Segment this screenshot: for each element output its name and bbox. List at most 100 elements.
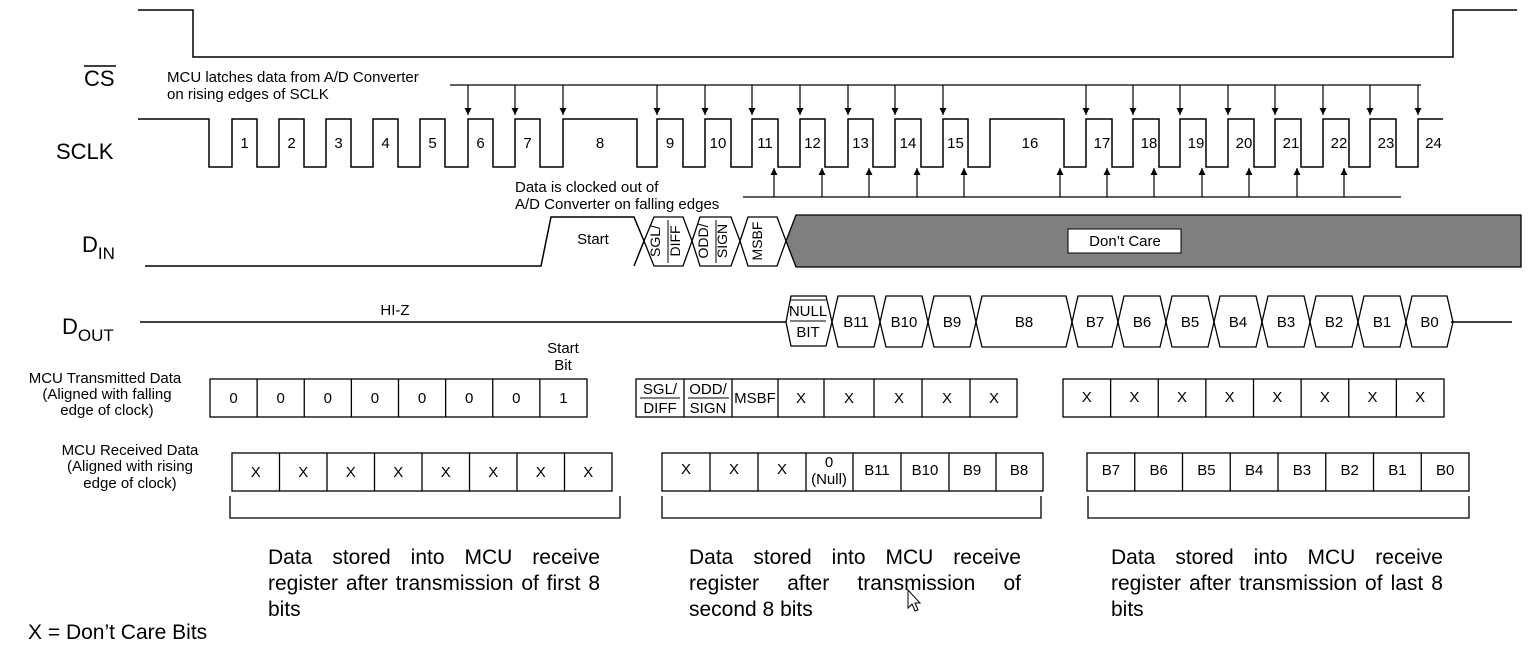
sclk-label: SCLK: [56, 139, 114, 164]
rx-1-cell: X: [441, 464, 451, 481]
rx-3-cell: B0: [1436, 462, 1454, 479]
dout-bit-label: B0: [1420, 314, 1438, 331]
tx-2-cell: X: [844, 390, 854, 407]
rx-label-line2: (Aligned with rising: [67, 458, 193, 475]
clock-number-8: 8: [596, 135, 604, 152]
rx-1-cell: X: [346, 464, 356, 481]
dout-bit-label: B4: [1229, 314, 1247, 331]
rx-2-cell: X: [681, 461, 691, 478]
clock-number-4: 4: [381, 135, 389, 152]
dout-bit-label: B8: [1015, 314, 1033, 331]
rx-1-cell: X: [393, 464, 403, 481]
din-msbf: MSBF: [749, 222, 765, 261]
tx-3-cell: X: [1368, 389, 1378, 406]
bracket-second: [661, 496, 1042, 519]
dout-bit-label: B9: [943, 314, 961, 331]
tx-1-cell: 1: [559, 390, 567, 407]
dout-null: NULL: [789, 303, 827, 320]
rx-2-cell: X: [729, 461, 739, 478]
tx-diff: DIFF: [643, 400, 676, 417]
rx-label-line1: MCU Received Data: [62, 442, 199, 459]
dout-bit-label: B5: [1181, 314, 1199, 331]
clock-number-23: 23: [1378, 135, 1395, 152]
clock-number-20: 20: [1236, 135, 1253, 152]
tx-3-cell: X: [1272, 389, 1282, 406]
clockout-note-line2: A/D Converter on falling edges: [515, 196, 719, 213]
din-sign: SIGN: [714, 224, 730, 258]
clock-number-16: 16: [1022, 135, 1039, 152]
tx-group-2-frame: [635, 378, 1018, 418]
clock-number-22: 22: [1331, 135, 1348, 152]
tx-3-cell: X: [1177, 389, 1187, 406]
tx-odd: ODD/: [689, 381, 727, 398]
clockout-arrows: [770, 168, 1348, 197]
rx-3-cell: B5: [1197, 462, 1215, 479]
dout-bit: BIT: [796, 324, 819, 341]
clock-number-13: 13: [852, 135, 869, 152]
start-bit-line2: Bit: [554, 357, 572, 374]
din-sgl: SGL/: [647, 225, 663, 257]
legend: X = Don’t Care Bits: [28, 621, 208, 644]
rx-3-cell: B2: [1340, 462, 1358, 479]
rx-3-cell: B1: [1388, 462, 1406, 479]
caption-second: Data stored into MCU receive register af…: [689, 546, 1021, 621]
rx-1-cell: X: [488, 464, 498, 481]
tx-1-cell: 0: [324, 390, 332, 407]
caption-first: Data stored into MCU receive register af…: [268, 546, 600, 621]
dout-hiz: HI-Z: [380, 302, 409, 319]
clock-number-6: 6: [476, 135, 484, 152]
rx-2-cell: B11: [864, 462, 890, 479]
tx-1-cell: 0: [465, 390, 473, 407]
tx-label-line2: (Aligned with falling: [42, 386, 171, 403]
rx-null-bottom: (Null): [811, 471, 847, 488]
rx-2-cell: B9: [963, 462, 981, 479]
clock-number-7: 7: [523, 135, 531, 152]
rx-2-cell: B8: [1010, 462, 1028, 479]
tx-3-cell: X: [1320, 389, 1330, 406]
tx-3-cell: X: [1129, 389, 1139, 406]
clock-number-11: 11: [757, 135, 773, 152]
din-start: Start: [577, 231, 610, 248]
clock-number-14: 14: [900, 135, 917, 152]
rx-2-cell: B10: [912, 462, 939, 479]
clock-number-18: 18: [1141, 135, 1158, 152]
tx-2-cell: X: [894, 390, 904, 407]
tx-msbf: MSBF: [734, 390, 776, 407]
dout-bit-label: B11: [843, 314, 869, 331]
din-label: DIN: [82, 232, 115, 263]
latch-note-line1: MCU latches data from A/D Converter: [167, 69, 419, 86]
din-label-main: D: [82, 232, 98, 257]
dout-bit-label: B7: [1086, 314, 1104, 331]
tx-1-cell: 0: [229, 390, 237, 407]
din-label-sub: IN: [98, 244, 115, 263]
clock-number-5: 5: [428, 135, 436, 152]
din-dont-care: Don’t Care: [1089, 233, 1161, 250]
mouse-cursor-icon: [907, 588, 922, 612]
tx-1-cell: 0: [277, 390, 285, 407]
rx-1-cell: X: [536, 464, 546, 481]
clock-number-19: 19: [1188, 135, 1205, 152]
tx-3-cell: X: [1082, 389, 1092, 406]
dout-bit-label: B2: [1325, 314, 1343, 331]
cs-label: CS: [84, 66, 115, 91]
rx-1-cell: X: [251, 464, 261, 481]
rx-label-line3: edge of clock): [83, 475, 176, 492]
rx-1-cell: X: [298, 464, 308, 481]
rx-3-cell: B7: [1102, 462, 1120, 479]
clock-number-10: 10: [710, 135, 727, 152]
dout-label: DOUT: [62, 314, 114, 345]
tx-sign: SIGN: [690, 400, 727, 417]
latch-arrows: [464, 85, 1422, 115]
tx-1-cell: 0: [371, 390, 379, 407]
tx-label-line1: MCU Transmitted Data: [29, 370, 182, 387]
tx-1-cell: 0: [512, 390, 520, 407]
rx-1-cell: X: [583, 464, 593, 481]
bracket-first: [229, 496, 621, 519]
